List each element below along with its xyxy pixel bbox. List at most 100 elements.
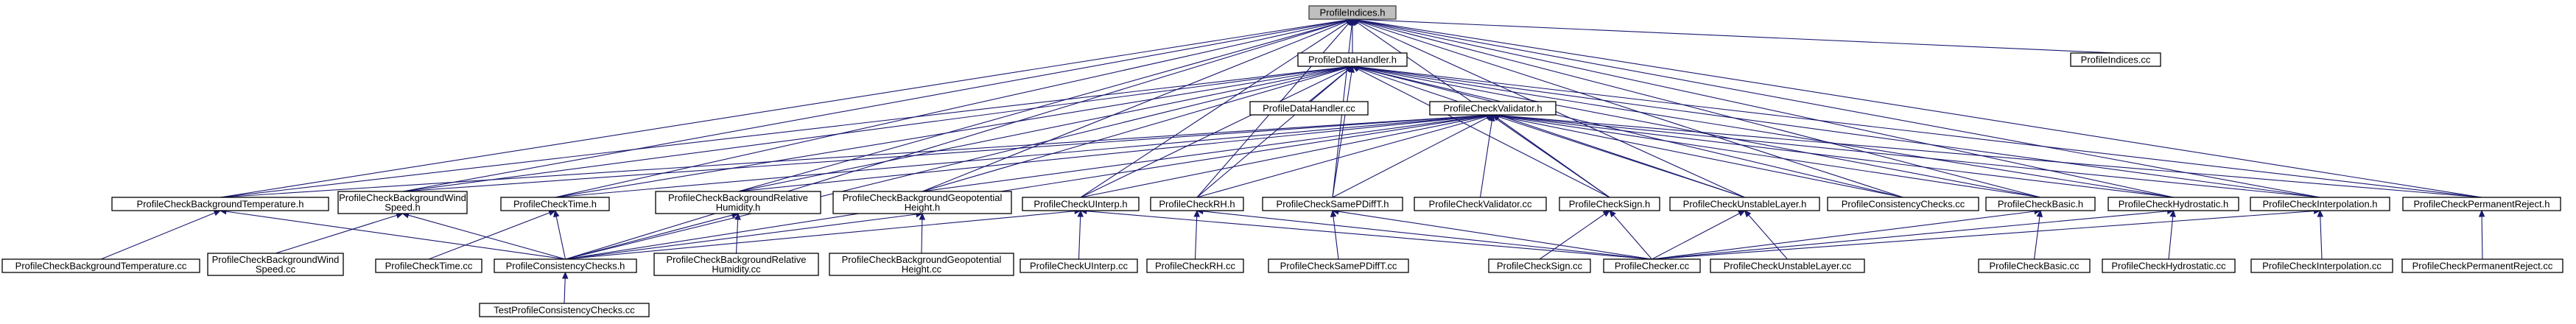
edge-line — [1539, 214, 1605, 260]
edge-PConsistency_h-includes-PCBgRH_h — [565, 212, 740, 260]
edge-PCTime_h-includes-ProfileIndices_h — [555, 17, 1354, 198]
edge-line — [1358, 66, 2320, 198]
file-node-pconsistency-cc[interactable]: ProfileConsistencyChecks.cc — [1827, 197, 1979, 211]
edge-line — [565, 115, 1487, 260]
file-node-pctime-cc[interactable]: ProfileCheckTime.cc — [375, 258, 482, 273]
file-node-pcsamepdifft-cc[interactable]: ProfileCheckSamePDiffT.cc — [1268, 258, 1409, 273]
edge-line — [1333, 216, 1339, 260]
node-label: Speed.h — [385, 202, 420, 213]
edge-line — [555, 216, 566, 260]
file-node-profilecheckvalidator-h[interactable]: ProfileCheckValidator.h — [1429, 101, 1557, 116]
node-box — [2108, 197, 2239, 211]
edge-line — [1498, 115, 2320, 198]
edge-PCUnstable_h-includes-ProfileCheckValidator_h — [1492, 113, 1745, 198]
edge-line — [555, 66, 1347, 198]
edge-line — [1358, 18, 2116, 54]
file-node-pcsign-cc[interactable]: ProfileCheckSign.cc — [1488, 258, 1591, 273]
file-node-profiledatahandler-cc[interactable]: ProfileDataHandler.cc — [1249, 101, 1369, 116]
file-node-pcvalidator-cc[interactable]: ProfileCheckValidator.cc — [1414, 197, 1547, 211]
file-node-pctime-h[interactable]: ProfileCheckTime.h — [500, 197, 610, 211]
file-node-pchecker-cc[interactable]: ProfileChecker.cc — [1603, 258, 1701, 273]
edge-line — [737, 115, 1487, 192]
file-node-profiledatahandler-h[interactable]: ProfileDataHandler.h — [1297, 52, 1408, 67]
file-node-pcinterp-h[interactable]: ProfileCheckInterpolation.h — [2250, 197, 2390, 211]
edge-line — [1332, 117, 1488, 198]
edge-PCPermReject_h-includes-ProfileDataHandler_h — [1351, 63, 2482, 198]
node-box — [2250, 258, 2393, 273]
edge-PCBgWind_h-includes-ProfileDataHandler_h — [402, 63, 1354, 192]
node-label: ProfileCheckBackgroundGeopotential — [842, 254, 1002, 265]
node-box — [207, 253, 344, 276]
file-node-pcuinterp-cc[interactable]: ProfileCheckUInterp.cc — [1019, 258, 1138, 273]
file-node-pconsistency-h[interactable]: ProfileConsistencyChecks.h — [494, 258, 637, 273]
edge-PCRH_h-includes-ProfileCheckValidator_h — [1196, 113, 1494, 198]
file-node-pcunstable-cc[interactable]: ProfileCheckUnstableLayer.cc — [1710, 258, 1865, 273]
edge-line — [1338, 211, 1652, 260]
edge-PCBgRH_cc-includes-PCBgRH_h — [734, 212, 741, 254]
file-node-pcrh-cc[interactable]: ProfileCheckRH.cc — [1146, 258, 1244, 273]
node-label: ProfileCheckInterpolation.cc — [2262, 261, 2382, 272]
file-node-pcsamepdifft-h[interactable]: ProfileCheckSamePDiffT.h — [1262, 197, 1403, 211]
edge-line — [922, 115, 1487, 192]
node-label: ProfileCheckBackgroundWind — [212, 254, 340, 265]
edge-line — [1652, 211, 2035, 260]
node-label: ProfileCheckUnstableLayer.cc — [1724, 261, 1852, 272]
node-box — [1414, 197, 1547, 211]
node-label: ProfileCheckHydrostatic.cc — [2111, 261, 2226, 272]
file-node-pcbgtemp-cc[interactable]: ProfileCheckBackgroundTemperature.cc — [1, 258, 200, 273]
node-box — [494, 258, 637, 273]
file-node-pcbasic-cc[interactable]: ProfileCheckBasic.cc — [1978, 258, 2091, 273]
node-box — [2402, 197, 2561, 211]
file-node-pcbggeo-h[interactable]: ProfileCheckBackgroundGeopotentialHeight… — [832, 191, 1012, 214]
edge-line — [220, 19, 1347, 198]
node-box — [337, 191, 468, 214]
edge-TestPConsistency_cc-includes-PConsistency_h — [561, 271, 569, 304]
edge-PCBgGeo_cc-includes-PCBgGeo_h — [919, 212, 926, 254]
node-box — [1985, 197, 2096, 211]
arrowhead-icon — [1744, 210, 1752, 218]
node-label: ProfileCheckTime.h — [513, 199, 597, 210]
node-label: ProfileCheckPermanentReject.cc — [2412, 261, 2553, 272]
node-label: ProfileChecker.cc — [1615, 261, 1690, 272]
file-node-pcunstable-h[interactable]: ProfileCheckUnstableLayer.h — [1669, 197, 1820, 211]
edge-PCHydro_h-includes-ProfileCheckValidator_h — [1492, 112, 2174, 198]
file-node-pcpermreject-h[interactable]: ProfileCheckPermanentReject.h — [2402, 197, 2561, 211]
node-box — [1308, 5, 1397, 20]
node-label: Speed.cc — [256, 264, 296, 275]
node-label: ProfileCheckUnstableLayer.h — [1683, 199, 1807, 210]
edge-line — [1357, 68, 1610, 198]
edge-PChecker_cc-includes-PCInterp_h — [1652, 208, 2321, 260]
file-node-pcpermreject-cc[interactable]: ProfileCheckPermanentReject.cc — [2401, 258, 2563, 273]
edge-line — [1498, 115, 2041, 198]
edge-PCPermReject_cc-includes-PCPermReject_h — [2478, 209, 2485, 260]
edge-PCTime_cc-includes-PCTime_h — [428, 210, 556, 260]
file-node-pcsign-h[interactable]: ProfileCheckSign.h — [1559, 197, 1660, 211]
file-node-pcinterp-cc[interactable]: ProfileCheckInterpolation.cc — [2250, 258, 2393, 273]
edge-line — [565, 214, 733, 260]
edge-line — [220, 114, 1487, 198]
edge-PCInterp_cc-includes-PCInterp_h — [2317, 209, 2324, 260]
file-node-pcuinterp-h[interactable]: ProfileCheckUInterp.h — [1022, 197, 1140, 211]
file-node-pcrh-h[interactable]: ProfileCheckRH.h — [1150, 197, 1244, 211]
edge-line — [565, 214, 917, 260]
file-node-pcbgtemp-h[interactable]: ProfileCheckBackgroundTemperature.h — [111, 197, 329, 211]
edge-PCBasic_h-includes-ProfileCheckValidator_h — [1492, 113, 2041, 198]
file-node-testpconsistency-cc[interactable]: TestProfileConsistencyChecks.cc — [479, 303, 650, 317]
file-node-pcbasic-h[interactable]: ProfileCheckBasic.h — [1985, 197, 2096, 211]
edge-line — [922, 67, 1347, 192]
file-node-profileindices-cc[interactable]: ProfileIndices.cc — [2070, 52, 2161, 67]
file-node-pchydro-h[interactable]: ProfileCheckHydrostatic.h — [2108, 197, 2239, 211]
edge-line — [1358, 67, 1903, 198]
file-node-pcbgrh-cc[interactable]: ProfileCheckBackgroundRelativeHumidity.c… — [653, 253, 819, 276]
file-node-pcbggeo-cc[interactable]: ProfileCheckBackgroundGeopotentialHeight… — [829, 253, 1014, 276]
edge-PChecker_cc-includes-PCHydro_h — [1652, 208, 2175, 260]
edge-line — [220, 66, 1347, 198]
node-box — [1268, 258, 1409, 273]
node-box — [2401, 258, 2563, 273]
edge-line — [1358, 66, 2174, 198]
file-node-pchydro-cc[interactable]: ProfileCheckHydrostatic.cc — [2102, 258, 2236, 273]
edge-layer — [100, 16, 2485, 304]
